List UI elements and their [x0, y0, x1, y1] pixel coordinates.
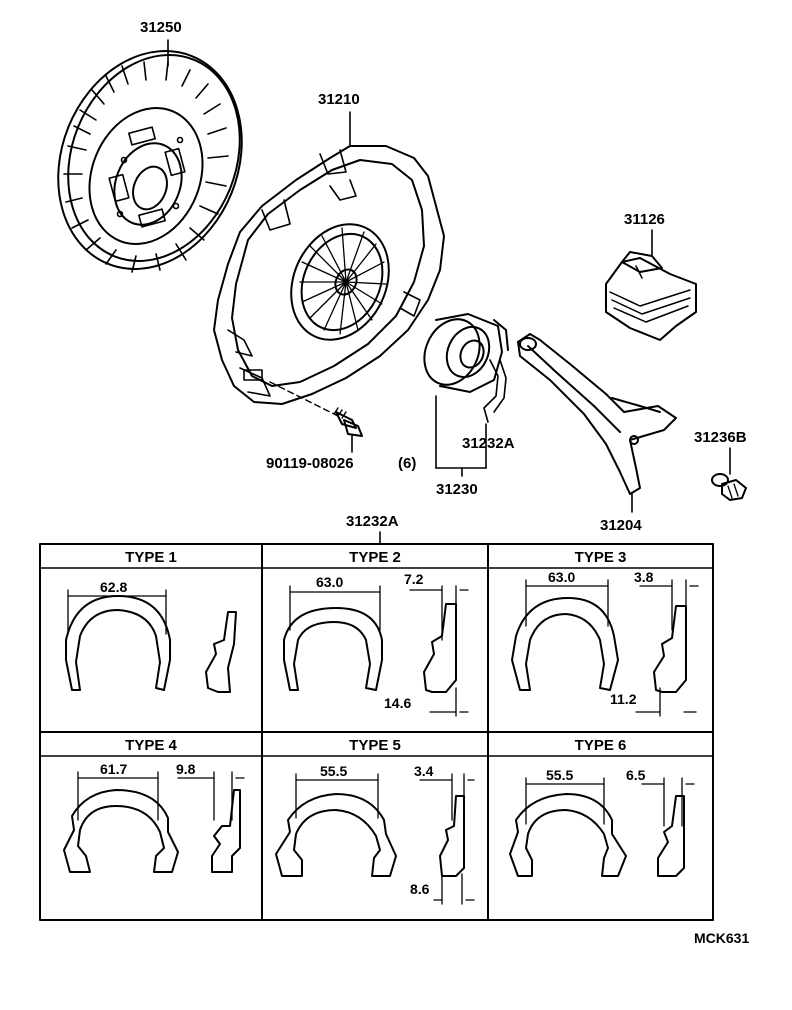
type2-thickness: 7.2 [404, 571, 424, 587]
type3-title: TYPE 3 [574, 549, 627, 566]
dim-type5 [295, 773, 475, 905]
table-header-label: 31232A [346, 513, 399, 530]
ball-stud-drawing [711, 473, 747, 501]
release-fork-drawing [517, 333, 677, 495]
clip-type3-drawing [511, 597, 687, 693]
clip-type2-drawing [283, 603, 457, 693]
release-bearing-drawing [423, 313, 509, 393]
type4-title: TYPE 4 [125, 737, 177, 754]
bracket-31230 [435, 395, 487, 477]
clip-type1-drawing [65, 595, 237, 693]
clutch-disc-drawing [57, 50, 243, 273]
type4-width: 61.7 [100, 761, 128, 777]
dim-type3 [525, 579, 699, 717]
clip-type6-drawing [509, 793, 685, 877]
type-table [39, 531, 714, 921]
dim-type2 [289, 585, 469, 717]
dim-type6 [525, 777, 695, 827]
label-bolt-qty: (6) [398, 455, 417, 472]
type3-width: 63.0 [548, 569, 576, 585]
dim-type1 [67, 589, 167, 635]
type5-width: 55.5 [320, 763, 348, 779]
bolt-drawing [333, 407, 363, 437]
bolt-axis-line [269, 381, 339, 417]
dim-type4 [77, 771, 245, 821]
type1-width: 62.8 [100, 579, 128, 595]
type5-title: TYPE 5 [349, 737, 401, 754]
type3-height: 11.2 [610, 691, 637, 707]
label-ball-stud: 31236B [694, 429, 747, 446]
type3-thickness: 3.8 [634, 569, 654, 585]
type6-thickness: 6.5 [626, 767, 646, 783]
label-bolt: 90119-08026 [266, 455, 354, 472]
clip-type5-drawing [275, 793, 465, 877]
type1-title: TYPE 1 [125, 549, 177, 566]
boot-drawing [605, 251, 697, 341]
clutch-cover-drawing [213, 145, 445, 405]
label-clip: 31232A [462, 435, 515, 452]
label-clutch-cover: 31210 [318, 91, 360, 108]
type6-title: TYPE 6 [574, 737, 627, 754]
footer-code: MCK631 [694, 930, 750, 946]
label-clutch-disc: 31250 [140, 19, 182, 36]
label-release-fork: 31204 [600, 517, 642, 534]
type6-width: 55.5 [546, 767, 574, 783]
type5-thickness: 3.4 [414, 763, 434, 779]
label-release-bearing: 31230 [436, 481, 478, 498]
label-boot: 31126 [624, 211, 665, 228]
type2-title: TYPE 2 [349, 549, 401, 566]
clip-drawing [483, 359, 507, 423]
type5-height: 8.6 [410, 881, 430, 897]
type2-height: 14.6 [384, 695, 412, 711]
type2-width: 63.0 [316, 574, 344, 590]
type4-thickness: 9.8 [176, 761, 196, 777]
